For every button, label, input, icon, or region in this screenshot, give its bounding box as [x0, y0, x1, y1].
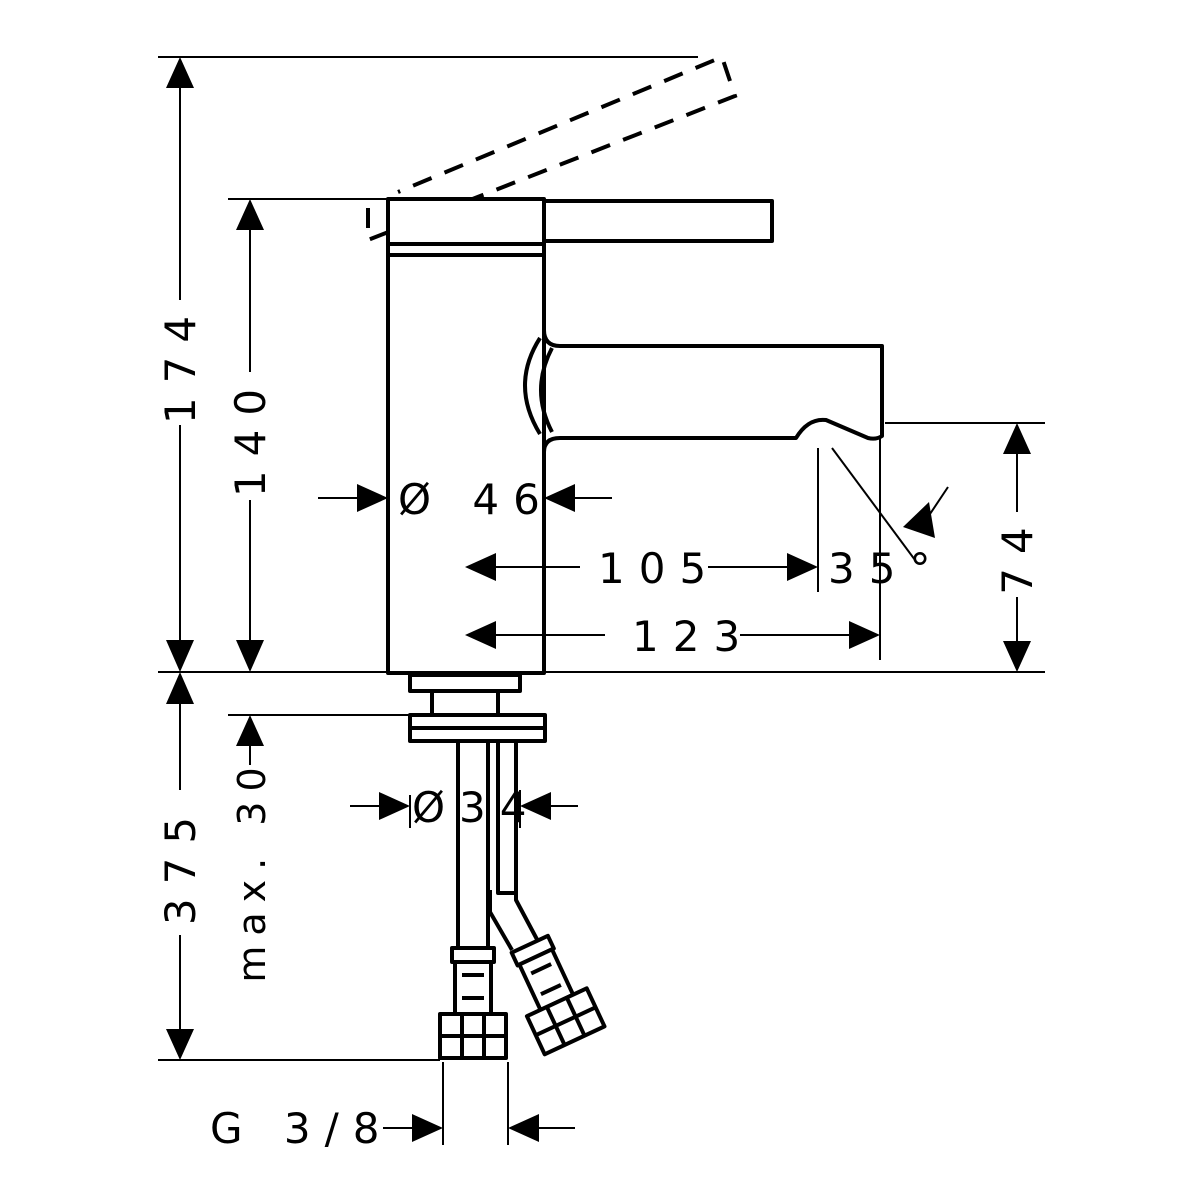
- dim-shank-diameter: Ø34: [412, 783, 541, 832]
- lever-hub: [386, 197, 546, 257]
- mounting-assembly: [408, 673, 547, 895]
- dim-body-height: 140: [226, 375, 275, 497]
- dim-spout-angle: 35°: [828, 544, 944, 593]
- dim-overall-height: 174: [156, 302, 205, 424]
- dimension-labels: 174 140 Ø 46 105 123 74 35° 375 max. 30 …: [156, 302, 1042, 1153]
- dim-body-diameter: Ø 46: [398, 475, 554, 524]
- dim-max-deck-thickness: max. 30: [230, 757, 274, 982]
- dim-connection-thread: G 3/8: [210, 1104, 394, 1153]
- dimension-lines: [166, 57, 1031, 1142]
- spout: [542, 328, 884, 454]
- lever-handle: [542, 199, 774, 243]
- dim-below-deck-length: 375: [156, 803, 205, 925]
- dim-spout-reach: 105: [598, 544, 720, 593]
- dim-spout-height: 74: [993, 513, 1042, 594]
- threaded-rod: [496, 739, 518, 895]
- mounting-ring: [408, 673, 522, 693]
- faucet-body: [386, 197, 884, 675]
- extension-lines: [158, 56, 1045, 1145]
- lever-raised-outline: [366, 54, 738, 243]
- body-cylinder: [386, 253, 546, 675]
- dim-overall-reach: 123: [632, 612, 754, 661]
- supply-hoses: [438, 741, 607, 1060]
